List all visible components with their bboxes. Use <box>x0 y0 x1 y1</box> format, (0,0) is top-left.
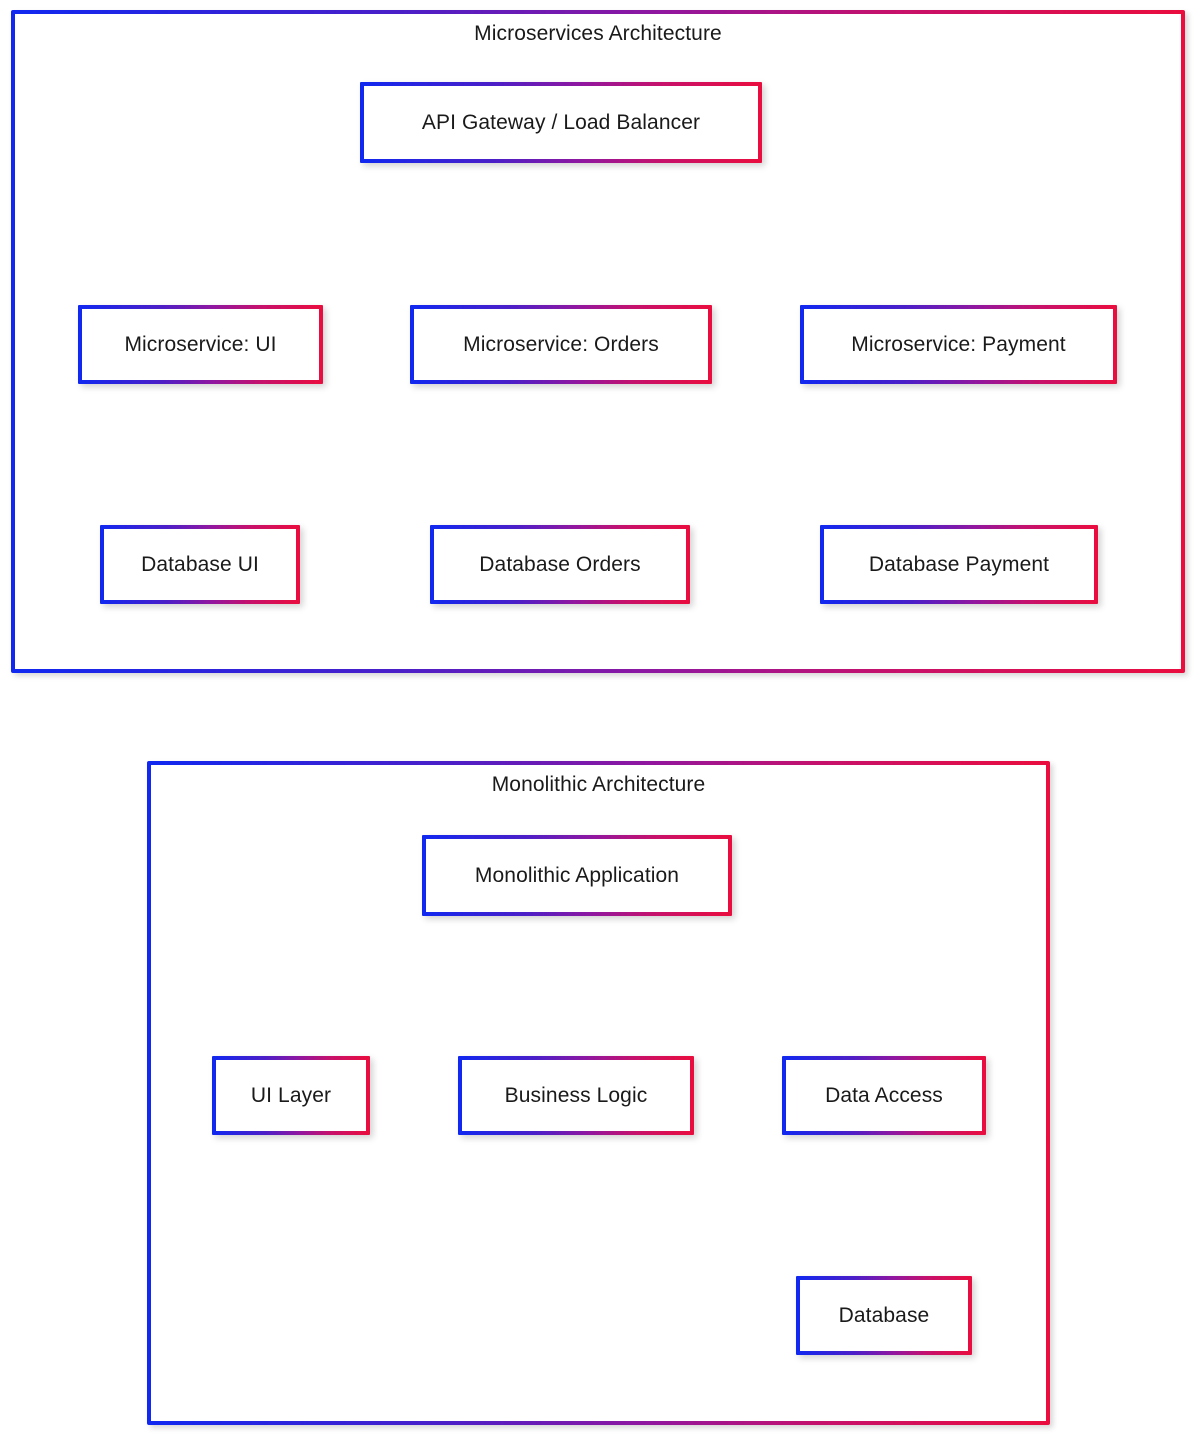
node-database-orders-label: Database Orders <box>479 553 641 576</box>
node-api-gateway-label: API Gateway / Load Balancer <box>421 111 701 134</box>
node-microservice-orders-label: Microservice: Orders <box>463 333 659 356</box>
node-database[interactable]: Database <box>796 1276 972 1355</box>
node-database-ui-label: Database UI <box>141 553 259 576</box>
node-database-label: Database <box>838 1304 930 1327</box>
group-title-monolithic: Monolithic Architecture <box>491 773 706 796</box>
group-title-microservices: Microservices Architecture <box>474 22 722 45</box>
node-database-payment[interactable]: Database Payment <box>820 525 1098 604</box>
node-monolithic-application-label: Monolithic Application <box>474 864 680 887</box>
node-api-gateway[interactable]: API Gateway / Load Balancer <box>360 82 762 163</box>
node-database-ui[interactable]: Database UI <box>100 525 300 604</box>
node-microservice-orders[interactable]: Microservice: Orders <box>410 305 712 384</box>
node-business-logic[interactable]: Business Logic <box>458 1056 694 1135</box>
node-microservice-payment-label: Microservice: Payment <box>851 333 1066 356</box>
node-microservice-payment[interactable]: Microservice: Payment <box>800 305 1117 384</box>
node-database-orders[interactable]: Database Orders <box>430 525 690 604</box>
node-ui-layer-label: UI Layer <box>250 1084 332 1107</box>
node-database-payment-label: Database Payment <box>868 553 1050 576</box>
node-ui-layer[interactable]: UI Layer <box>212 1056 370 1135</box>
node-data-access[interactable]: Data Access <box>782 1056 986 1135</box>
node-business-logic-label: Business Logic <box>504 1084 648 1107</box>
node-monolithic-application[interactable]: Monolithic Application <box>422 835 732 916</box>
node-microservice-ui[interactable]: Microservice: UI <box>78 305 323 384</box>
node-microservice-ui-label: Microservice: UI <box>124 333 277 356</box>
node-data-access-label: Data Access <box>825 1084 943 1107</box>
